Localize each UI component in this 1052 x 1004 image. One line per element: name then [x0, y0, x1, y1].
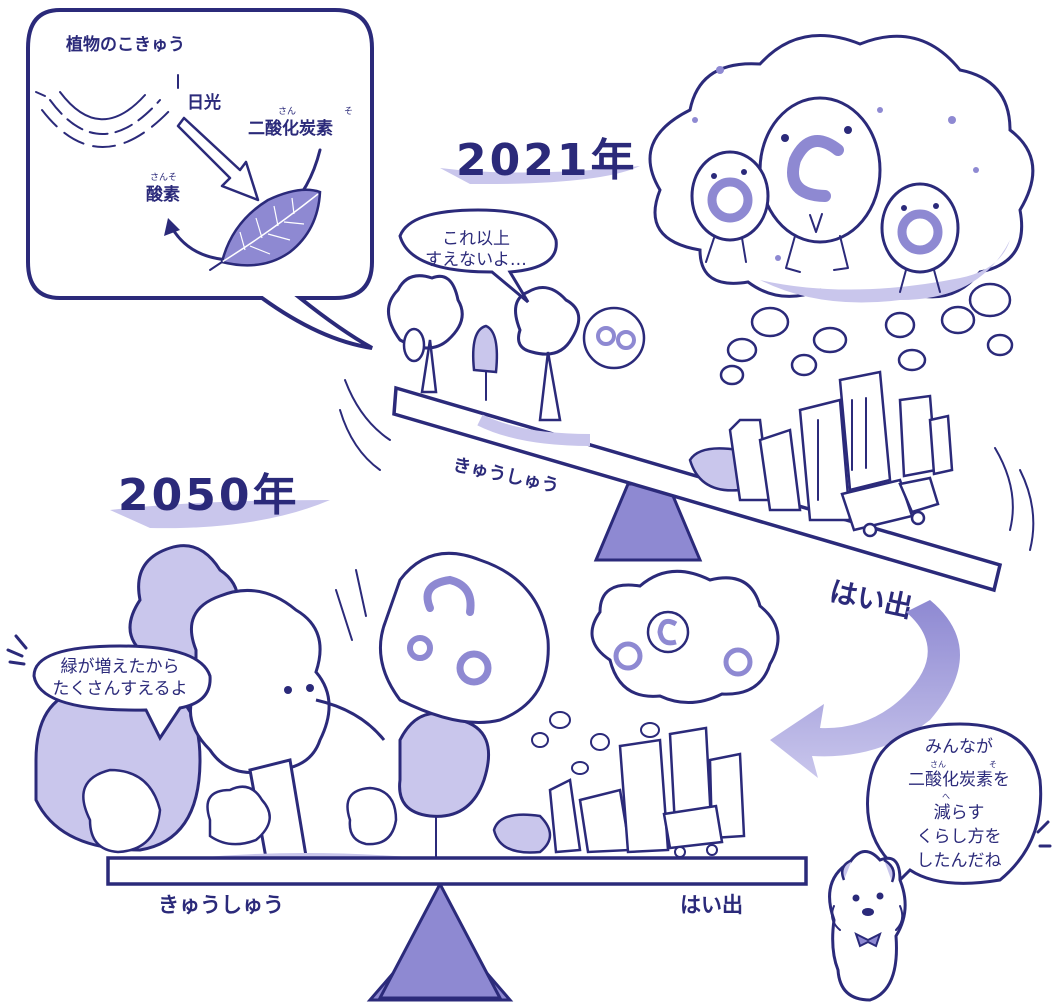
co2-thought-cloud-2050: [531, 569, 780, 775]
transition-arrow: [770, 600, 960, 778]
mascot-icon: [828, 850, 907, 1002]
svg-text:そ: そ: [989, 760, 997, 769]
co2-thought-cloud-2021: [648, 34, 1035, 386]
oxygen-arrow-head: [164, 218, 180, 236]
co2-bubble-2050: [379, 551, 550, 724]
sunlight-label: 日光: [187, 92, 221, 113]
svg-text:2050年: 2050年: [118, 470, 299, 521]
absorb-label-2021: きゅうしゅう: [451, 454, 561, 497]
emit-label-2050: はい出: [680, 893, 743, 917]
svg-text:すえないよ…: すえないよ…: [425, 250, 527, 270]
year-2050-title: 2050年: [110, 470, 330, 529]
trees-2021: [387, 274, 646, 446]
oxygen-molecule-left-icon: [690, 150, 770, 263]
sun-icon: [35, 74, 179, 148]
year-2021-title: 2021年: [440, 135, 640, 186]
absorb-label-2050: きゅうしゅう: [158, 893, 284, 917]
photosynthesis-box: 植物のこきゅう 日光 さん そ 二酸化炭素 さんそ 酸素: [26, 8, 374, 350]
box-title: 植物のこきゅう: [66, 34, 185, 55]
oxygen-molecule-right-icon: [880, 182, 960, 293]
seesaw-2050: きゅうしゅう はい出: [106, 726, 808, 1002]
forest-2050: [34, 544, 550, 882]
svg-text:たくさんすえるよ: たくさんすえるよ: [52, 679, 187, 699]
co2-ruby-san: さん: [278, 106, 296, 117]
svg-text:くらし方を: くらし方を: [917, 827, 1002, 847]
svg-text:したんだね: したんだね: [917, 851, 1002, 871]
svg-text:さん: さん: [930, 760, 946, 769]
emit-label-2021: はい出: [827, 575, 916, 625]
svg-text:緑が増えたから: 緑が増えたから: [61, 657, 180, 677]
svg-text:減らす: 減らす: [934, 803, 985, 823]
co2-label: 二酸化炭素: [248, 118, 333, 139]
mascot-speech: みんなが さん そ 二酸化炭素を へ 減らす くらし方を したんだね: [866, 722, 1052, 905]
beam-2050: [106, 856, 808, 886]
svg-text:みんなが: みんなが: [925, 737, 993, 757]
svg-text:2021年: 2021年: [456, 135, 637, 186]
leaf-icon: [209, 188, 322, 271]
speech-2021: これ以上 すえないよ…: [398, 208, 558, 304]
svg-text:これ以上: これ以上: [442, 229, 510, 249]
co2-ruby-so: そ: [344, 106, 353, 117]
factory-2021-icon: [688, 370, 954, 538]
svg-text:へ: へ: [942, 792, 950, 801]
oxygen-ruby: さんそ: [150, 172, 177, 183]
sunlight-arrow: [176, 116, 260, 202]
svg-text:二酸化炭素を: 二酸化炭素を: [908, 770, 1010, 790]
carbon-molecule-icon: [758, 96, 882, 273]
oxygen-label: 酸素: [146, 184, 180, 205]
speech-2050: 緑が増えたから たくさんすえるよ: [6, 634, 212, 741]
factory-2050-icon: [492, 726, 746, 858]
